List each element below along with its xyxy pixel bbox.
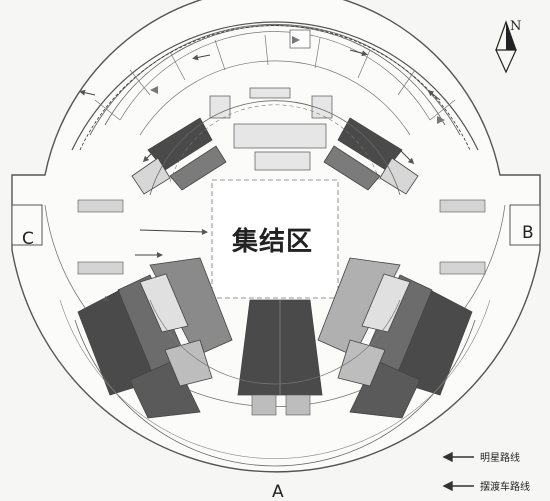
- gate-c-label: C: [22, 229, 34, 249]
- outer-ring-1: [71, 21, 479, 151]
- inner-ring-lower: [149, 299, 401, 385]
- north-label: N: [510, 19, 521, 34]
- compass: N: [495, 19, 521, 74]
- hall-lower-right-6: [361, 273, 411, 333]
- gate-a-label: A: [272, 482, 284, 501]
- legend-label-star-route: 明星路线: [480, 451, 520, 464]
- side-escalators: [77, 199, 486, 275]
- hall-lower-right-3: [349, 359, 421, 419]
- outer-ring-2: [89, 23, 461, 136]
- hall-upper-left-2: [169, 145, 227, 191]
- top-ring-dividers: [94, 34, 456, 121]
- hall-lower-left-5: [164, 339, 213, 387]
- top-rooms: [209, 29, 333, 171]
- inner-ring-upper-2: [169, 104, 381, 183]
- hall-lower-left-3: [129, 359, 201, 419]
- star-route-arrows: [79, 49, 441, 302]
- hall-upper-left-3: [131, 157, 171, 195]
- stairs-left: [251, 394, 277, 416]
- legend-label-shuttle-route: 摆渡车路线: [480, 480, 530, 493]
- outer-ring-5: [139, 60, 411, 136]
- legend-item-shuttle-route: 摆渡车路线: [442, 480, 530, 493]
- outer-ring-3: [104, 25, 446, 126]
- legend-item-star-route: 明星路线: [442, 451, 520, 464]
- legend: 明星路线 摆渡车路线: [442, 451, 530, 493]
- inner-ring-upper: [149, 100, 401, 196]
- hall-lower-right-5: [337, 339, 386, 387]
- stairs-right: [285, 394, 311, 416]
- star-route-arrow-icon: [442, 451, 474, 463]
- lower-ring-2: [59, 299, 491, 459]
- hall-upper-right-2: [323, 145, 381, 191]
- shuttle-route-arrow-icon: [442, 480, 474, 492]
- gate-b-label: B: [522, 223, 534, 243]
- gate-c-opening: [11, 204, 43, 246]
- assembly-area: [211, 179, 339, 299]
- assembly-area-label: 集结区: [231, 226, 313, 257]
- outer-ring-4: [119, 31, 431, 121]
- shuttle-route-arrows: [150, 36, 445, 124]
- hall-lower-left-6: [139, 273, 189, 333]
- hall-upper-right-3: [379, 157, 419, 195]
- gate-b-opening: [509, 204, 541, 246]
